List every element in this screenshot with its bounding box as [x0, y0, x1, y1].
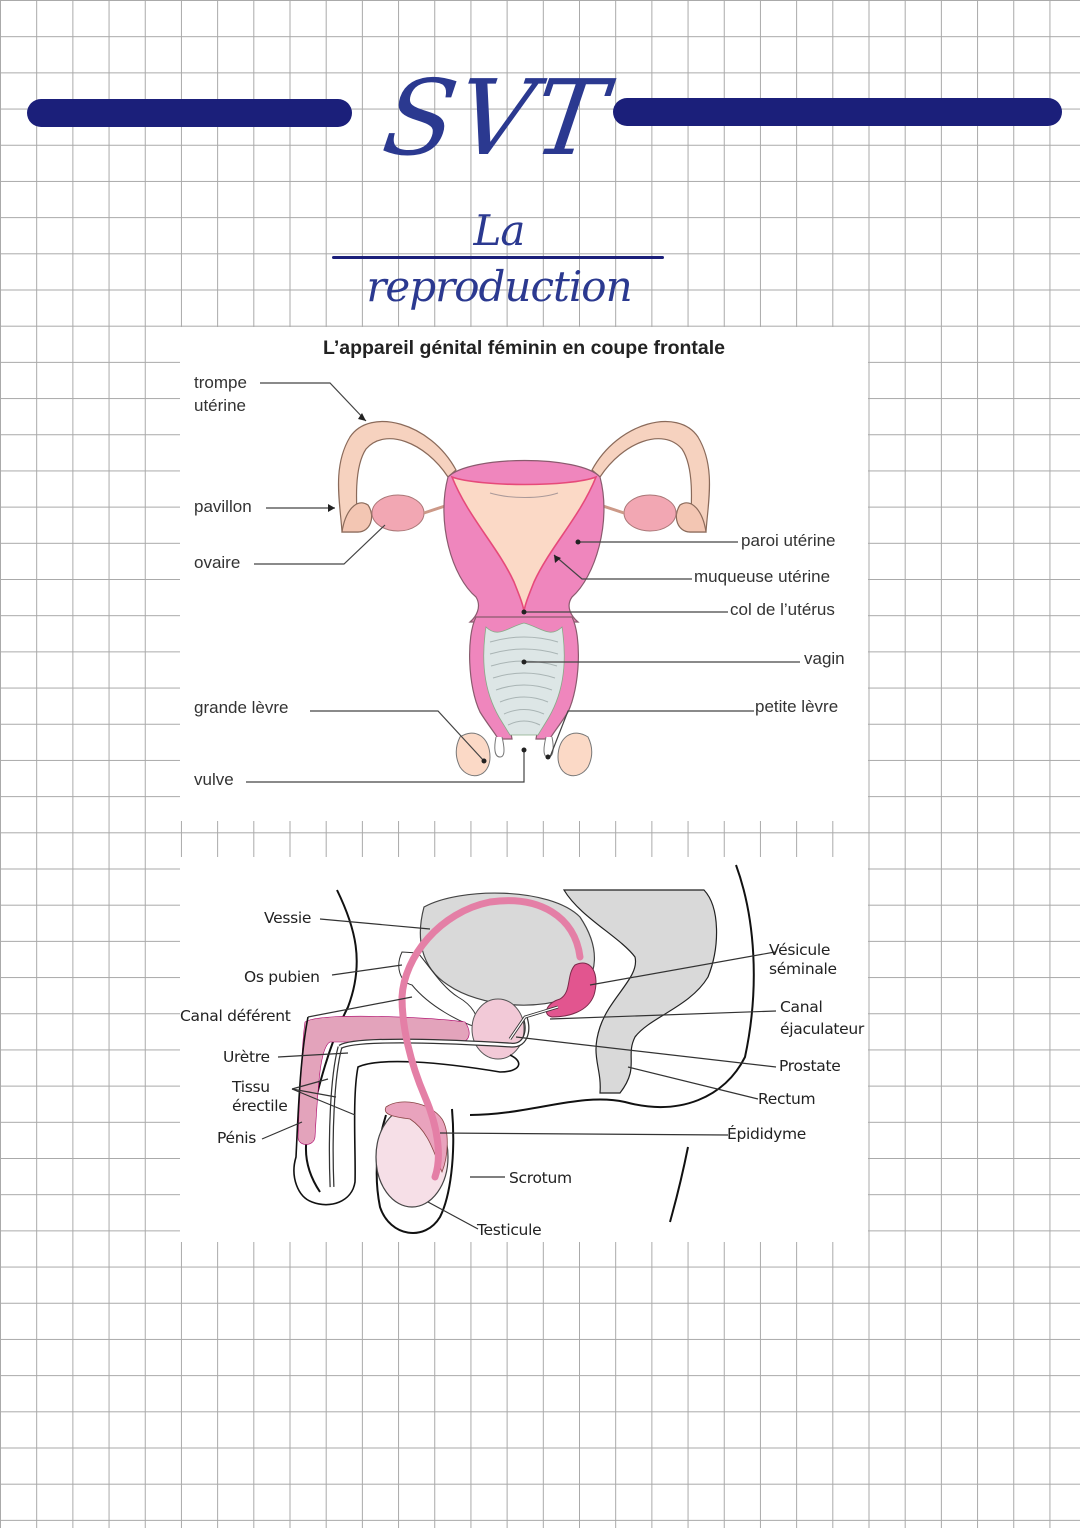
- label-epididyme: Épididyme: [727, 1125, 807, 1143]
- label-rectum: Rectum: [758, 1090, 816, 1108]
- label-paroi-uterine: paroi utérine: [741, 531, 836, 550]
- label-seminale: séminale: [769, 960, 837, 978]
- label-ejaculateur: éjaculateur: [780, 1020, 865, 1038]
- label-col-uterus: col de l’utérus: [730, 600, 835, 619]
- page-subtitle: La reproduction: [366, 206, 632, 311]
- ovary-right: [623, 494, 677, 532]
- label-tissu: Tissu: [232, 1078, 270, 1096]
- labia-majora-left: [455, 732, 491, 777]
- label-vulve: vulve: [194, 770, 234, 789]
- uterine-cavity: [450, 475, 598, 614]
- decorative-bar-left: [27, 99, 352, 127]
- female-leader-lines: [246, 382, 800, 783]
- page-title: SVT: [376, 57, 616, 179]
- label-prostate: Prostate: [779, 1057, 841, 1075]
- ovary-left: [371, 494, 425, 532]
- penis: [293, 1016, 520, 1206]
- label-uretre: Urètre: [223, 1048, 270, 1066]
- male-reproductive-diagram: Vessie Os pubien Canal déférent Urètre T…: [180, 857, 868, 1242]
- label-trompe: trompe: [194, 373, 247, 392]
- label-erectile: érectile: [232, 1097, 288, 1115]
- labia-majora-right: [557, 732, 593, 777]
- label-canal: Canal: [780, 998, 823, 1016]
- vas-deferens: [398, 897, 584, 1181]
- label-scrotum: Scrotum: [509, 1169, 572, 1187]
- label-vesicule: Vésicule: [769, 941, 831, 959]
- label-vagin: vagin: [804, 649, 845, 668]
- female-reproductive-diagram: L’appareil génital féminin en coupe fron…: [180, 327, 868, 821]
- female-leader-dots: [481, 539, 581, 764]
- subtitle-underline: [332, 256, 664, 259]
- male-anatomy-illustration: [261, 864, 777, 1234]
- male-leader-lines: [261, 918, 777, 1230]
- label-petite-levre: petite lèvre: [755, 697, 839, 716]
- label-uterine: utérine: [194, 396, 246, 415]
- fallopian-tube-right: [591, 421, 711, 533]
- label-pavillon: pavillon: [194, 497, 252, 516]
- fallopian-tube-left: [337, 421, 457, 533]
- label-canal-deferent: Canal déférent: [180, 1007, 291, 1025]
- body-outline: [304, 864, 755, 1234]
- label-testicule: Testicule: [477, 1221, 542, 1239]
- label-os-pubien: Os pubien: [244, 968, 320, 986]
- label-vessie: Vessie: [264, 909, 312, 927]
- decorative-bar-right: [613, 98, 1062, 126]
- label-grande-levre: grande lèvre: [194, 698, 289, 717]
- female-anatomy-illustration: [246, 382, 800, 783]
- label-penis: Pénis: [217, 1129, 257, 1147]
- seminal-vesicle: [545, 962, 597, 1018]
- label-ovaire: ovaire: [194, 553, 241, 572]
- female-diagram-title: L’appareil génital féminin en coupe fron…: [323, 337, 725, 359]
- rectum: [562, 889, 718, 1094]
- label-muqueuse-uterine: muqueuse utérine: [694, 567, 831, 586]
